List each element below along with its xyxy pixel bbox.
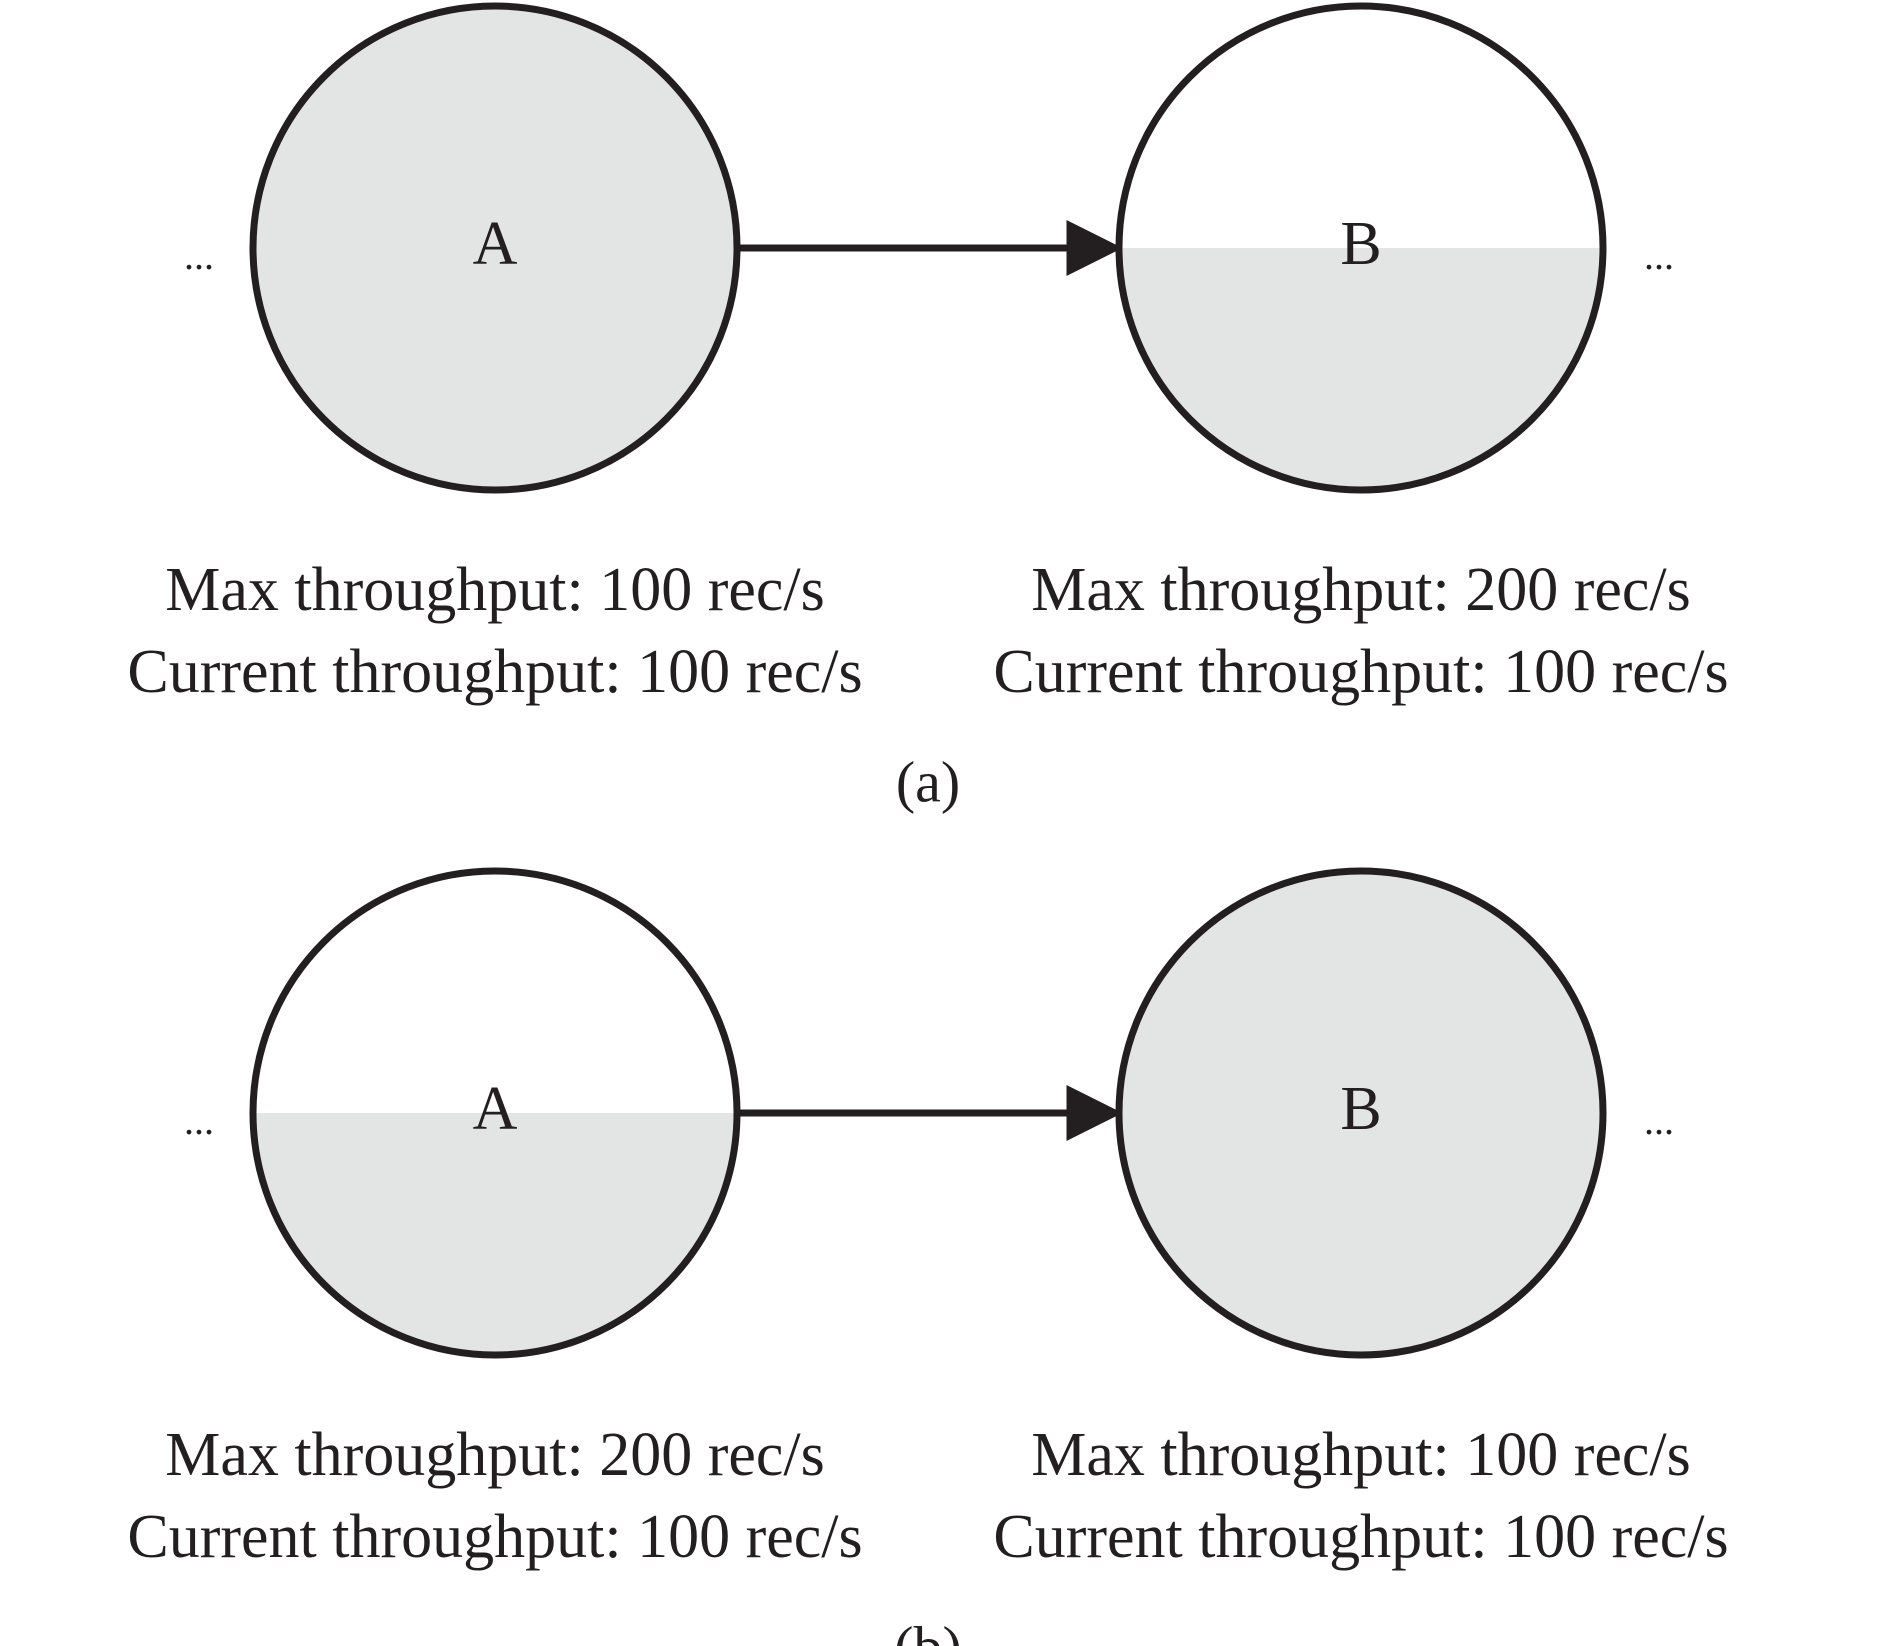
max-throughput-label: Max throughput: 200 rec/s: [165, 1421, 825, 1489]
current-throughput-label: Current throughput: 100 rec/s: [993, 1503, 1728, 1571]
current-throughput-label: Current throughput: 100 rec/s: [127, 638, 862, 706]
node-fill-level: [253, 6, 737, 490]
node-circle: [1115, 2, 1607, 494]
panel-caption: (a): [896, 749, 960, 814]
ellipsis-left: ...: [184, 1098, 214, 1143]
node-label: B: [1340, 1075, 1381, 1143]
node-label: A: [473, 210, 518, 278]
max-throughput-label: Max throughput: 200 rec/s: [1031, 556, 1691, 624]
node-circle: [1115, 867, 1607, 1359]
ellipsis-right: ...: [1644, 1098, 1674, 1143]
node-label: B: [1340, 210, 1381, 278]
panel-caption: (b): [894, 1614, 962, 1646]
node-fill-level: [1119, 248, 1603, 490]
ellipsis-left: ...: [184, 233, 214, 278]
node-circle: [249, 2, 741, 494]
max-throughput-label: Max throughput: 100 rec/s: [165, 556, 825, 624]
panel-a: ...... A Max throughput: 100 rec/sCurrent …: [127, 2, 1729, 814]
ellipsis-right: ...: [1644, 233, 1674, 278]
node-label: A: [473, 1075, 518, 1143]
current-throughput-label: Current throughput: 100 rec/s: [993, 638, 1728, 706]
node-circle: [249, 867, 741, 1359]
panel-b: ...... A Max throughput: 200 rec/sCurrent …: [127, 867, 1729, 1646]
node-fill-level: [253, 1113, 737, 1355]
current-throughput-label: Current throughput: 100 rec/s: [127, 1503, 862, 1571]
max-throughput-label: Max throughput: 100 rec/s: [1031, 1421, 1691, 1489]
node-fill-level: [1119, 871, 1603, 1355]
